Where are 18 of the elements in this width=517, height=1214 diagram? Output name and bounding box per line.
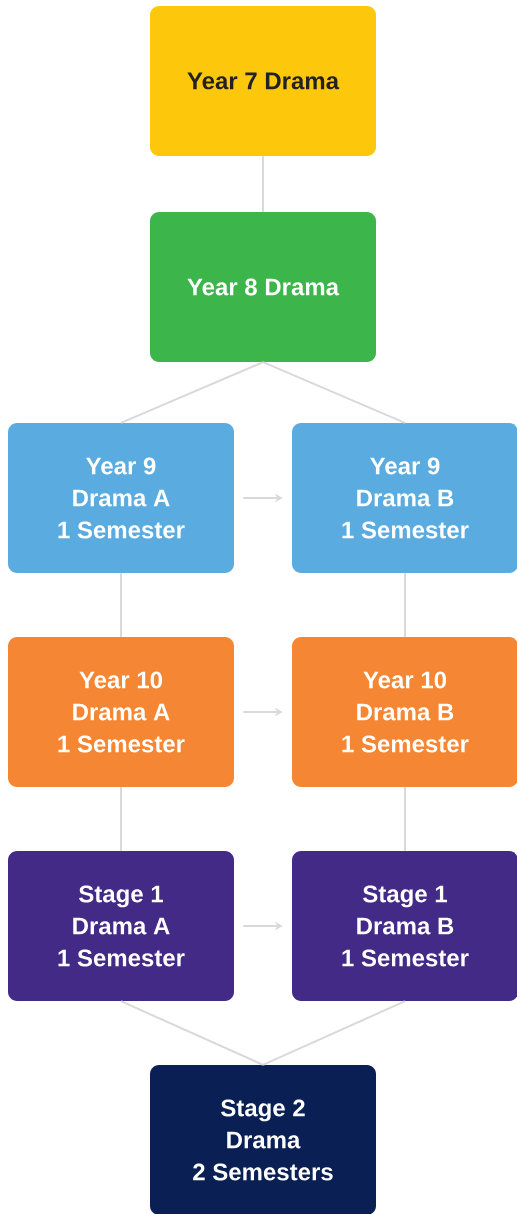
course-box: Year 9 Drama B 1 Semester — [292, 423, 517, 573]
course-box: Year 8 Drama — [150, 212, 376, 362]
connector — [120, 786, 122, 852]
course-box: Year 9 Drama A 1 Semester — [8, 423, 234, 573]
course-box: Stage 1 Drama A 1 Semester — [8, 851, 234, 1001]
connector — [120, 1000, 264, 1066]
course-box: Year 10 Drama A 1 Semester — [8, 637, 234, 787]
connector — [120, 361, 264, 424]
connector — [262, 155, 264, 213]
connector — [262, 1000, 406, 1066]
course-box: Stage 1 Drama B 1 Semester — [292, 851, 517, 1001]
connector — [404, 786, 406, 852]
connector — [120, 572, 122, 638]
course-box: Stage 2 Drama 2 Semesters — [150, 1065, 376, 1214]
course-box: Year 10 Drama B 1 Semester — [292, 637, 517, 787]
course-box: Year 7 Drama — [150, 6, 376, 156]
connector — [262, 361, 406, 424]
connector — [404, 572, 406, 638]
